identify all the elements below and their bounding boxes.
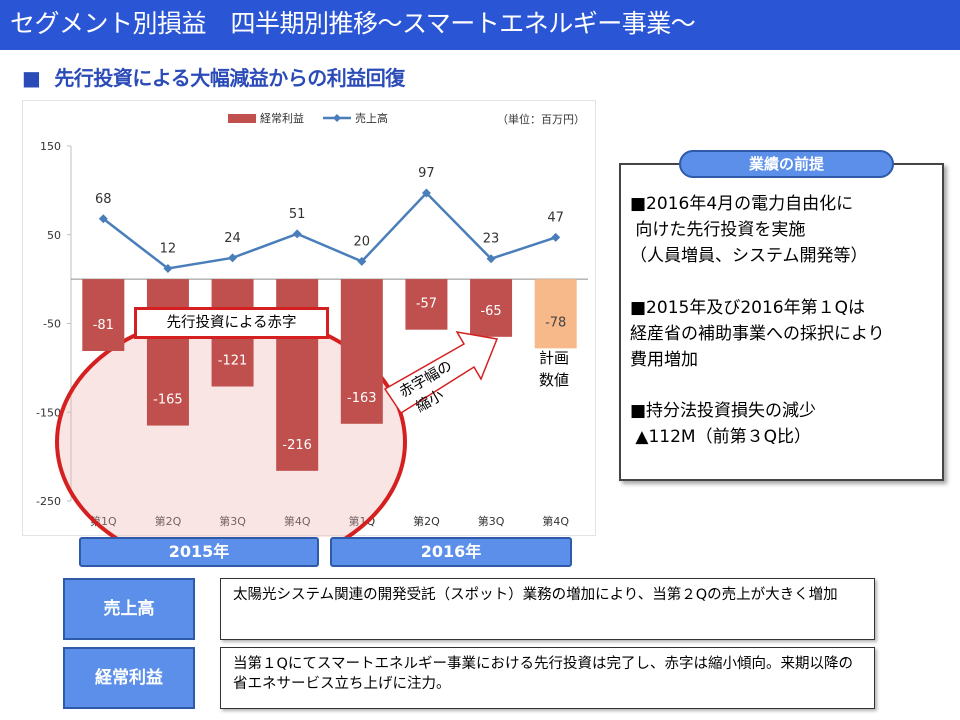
y-tick-label: 150 [40, 140, 61, 153]
sales-value-label: 23 [483, 232, 500, 247]
y-tick-label: -250 [36, 495, 61, 508]
sales-row-text: 太陽光システム関連の開発受託（スポット）業務の増加により、当第２Qの売上が大きく… [220, 578, 875, 640]
x-tick-label: 第2Q [413, 514, 440, 528]
profit-bar [405, 279, 448, 330]
ordinary-profit-row-label: 経常利益 [63, 647, 195, 709]
page-title: セグメント別損益 四半期別推移～スマートエネルギー事業～ [10, 9, 696, 38]
bar-value-label: -121 [218, 354, 248, 369]
legend-label-profit: 経常利益 [260, 111, 304, 125]
heading-bullet: ■ [22, 66, 41, 90]
plan-label-line: 数値 [538, 371, 569, 389]
investment-deficit-callout: 先行投資による赤字 [134, 307, 329, 339]
plan-value-label: 計画数値 [531, 347, 577, 391]
bar-value-label: -65 [480, 304, 501, 319]
ordinary-profit-row-text: 当第１Qにてスマートエネルギー事業における先行投資は完了し、赤字は縮小傾向。来期… [220, 647, 875, 709]
legend-marker-sales [333, 114, 341, 122]
legend-label-sales: 売上高 [355, 111, 388, 125]
x-tick-label: 第4Q [542, 514, 569, 528]
x-tick-label: 第3Q [478, 514, 505, 528]
sales-value-label: 12 [160, 241, 177, 256]
premise-item: ■持分法投資損失の減少 ▲112M（前第３Q比） [630, 401, 817, 447]
premise-box [619, 163, 944, 481]
sales-value-label: 97 [418, 166, 435, 181]
sales-row-label: 売上高 [63, 578, 195, 640]
premise-item: ■2016年4月の電力自由化に 向けた先行投資を実施 （人員増員、システム開発等… [630, 194, 868, 266]
sales-point [98, 214, 108, 224]
arrow-shape [383, 330, 499, 415]
sales-value-label: 68 [95, 192, 112, 207]
y-tick-label: -50 [43, 318, 61, 331]
sales-value-label: 24 [224, 231, 241, 246]
profit-bar [470, 279, 513, 337]
title-bar: セグメント別損益 四半期別推移～スマートエネルギー事業～ [0, 0, 960, 50]
bar-value-label: -163 [347, 391, 377, 406]
bar-value-label: -216 [282, 438, 312, 453]
premise-title: 業績の前提 [679, 150, 894, 178]
x-tick-label: 第2Q [155, 514, 182, 528]
sales-point [551, 232, 561, 242]
sales-point [357, 256, 367, 266]
sales-point [486, 254, 496, 264]
sales-line [102, 191, 557, 270]
premise-item: ■2015年及び2016年第１Qは 経産省の補助事業への採択により 費用増加 [630, 298, 885, 370]
x-tick-label: 第3Q [219, 514, 246, 528]
bar-value-label: -81 [93, 318, 114, 333]
sales-value-label: 20 [354, 234, 371, 249]
bar-value-label: -165 [153, 393, 183, 408]
plan-label-line: 計画 [538, 349, 569, 367]
profit-bar [340, 279, 383, 424]
bar-value-label: -78 [545, 315, 566, 330]
heading-text: 先行投資による大幅減益からの利益回復 [54, 66, 405, 90]
sales-point [228, 253, 238, 263]
chart-panel: 15050-50-150-250第1Q第2Q第3Q第4Q第1Q第2Q第3Q第4Q… [22, 100, 596, 537]
sales-point [421, 188, 431, 198]
sales-point [292, 229, 302, 239]
legend-swatch-profit [228, 114, 256, 123]
profit-bar [146, 279, 189, 426]
unit-note: （単位：百万円） [497, 112, 585, 126]
sales-value-label: 51 [289, 207, 306, 222]
bar-value-label: -57 [416, 297, 437, 312]
profit-bar [82, 279, 125, 352]
y-tick-label: 50 [47, 229, 61, 242]
sales-value-label: 47 [547, 210, 564, 225]
section-heading: ■ 先行投資による大幅減益からの利益回復 [22, 62, 405, 91]
sales-point [163, 263, 173, 273]
y-tick-label: -150 [36, 406, 61, 419]
year-box-2016: 2016年 [330, 537, 572, 567]
year-box-2015: 2015年 [79, 537, 319, 567]
profit-bar [534, 279, 577, 349]
x-tick-label: 第4Q [284, 514, 311, 528]
